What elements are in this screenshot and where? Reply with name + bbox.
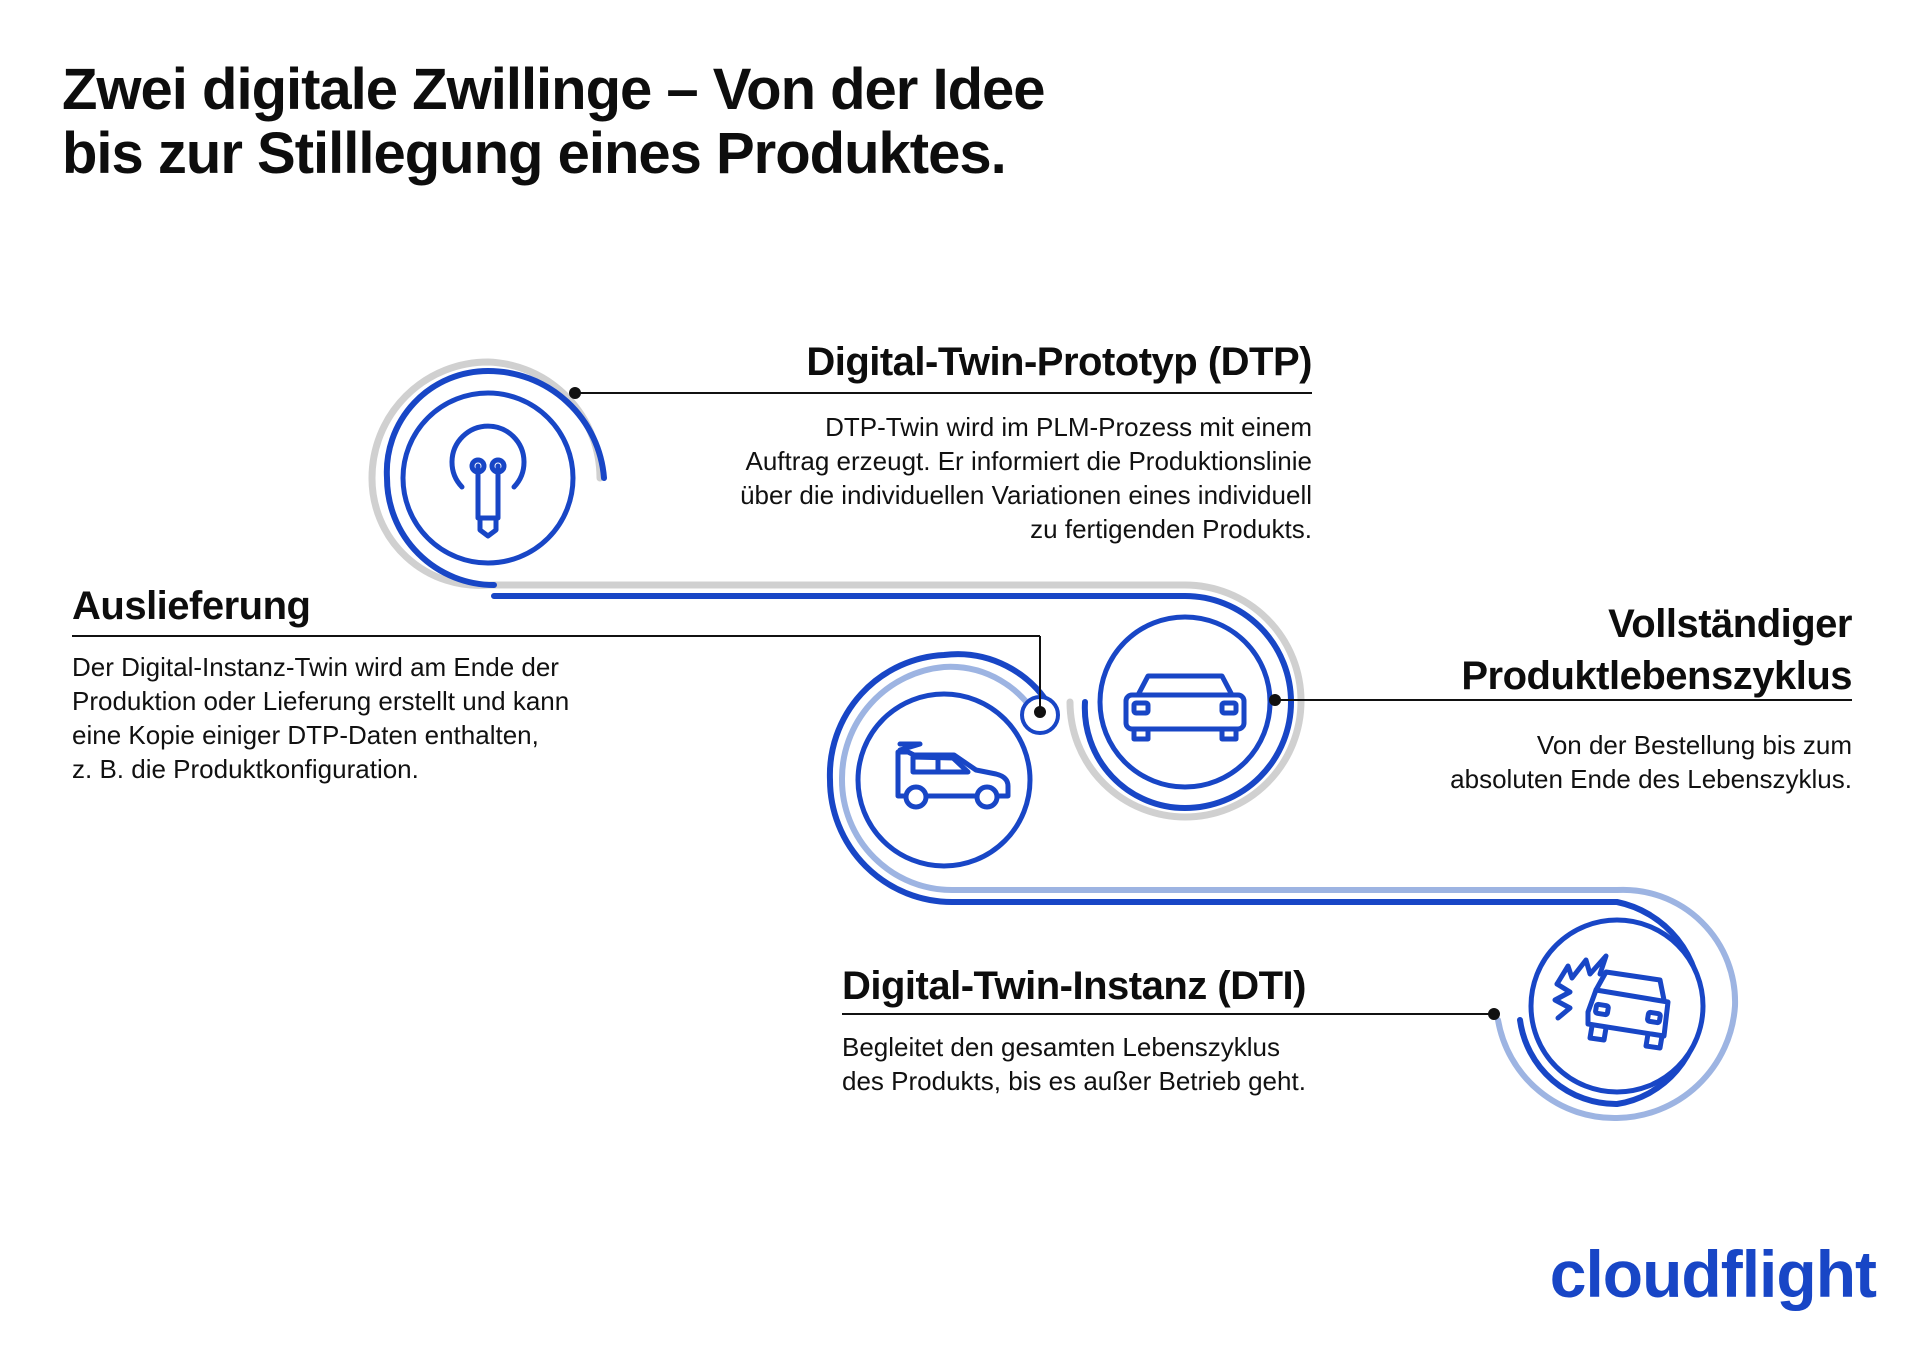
lebenszyklus-heading-line-2: Produktlebenszyklus <box>1461 654 1852 698</box>
car-crash-icon <box>1552 953 1671 1051</box>
cloudflight-logo: cloudflight <box>1549 1237 1877 1311</box>
dtp-heading: Digital-Twin-Prototyp (DTP) <box>806 340 1312 384</box>
lebenszyklus-description: Von der Bestellung bis zum absoluten End… <box>1380 728 1852 796</box>
auslieferung-description: Der Digital-Instanz-Twin wird am Ende de… <box>72 650 672 786</box>
dtp-block: Digital-Twin-Prototyp (DTP) DTP-Twin wir… <box>660 336 1312 546</box>
lebenszyklus-heading: Vollständiger Produktlebenszyklus <box>1380 598 1852 702</box>
auslieferung-description-line: z. B. die Produktkonfiguration. <box>72 754 419 784</box>
car-front-icon <box>1123 673 1247 742</box>
lebenszyklus-block: Vollständiger Produktlebenszyklus Von de… <box>1380 598 1852 796</box>
dtp-description-line: DTP-Twin wird im PLM-Prozess mit einem <box>825 412 1312 442</box>
dti-description: Begleitet den gesamten Lebenszyklus des … <box>842 1030 1382 1098</box>
lebenszyklus-description-line: absoluten Ende des Lebenszyklus. <box>1450 764 1852 794</box>
auslieferung-description-line: Produktion oder Lieferung erstellt und k… <box>72 686 570 716</box>
dti-heading: Digital-Twin-Instanz (DTI) <box>842 964 1306 1008</box>
dti-block: Digital-Twin-Instanz (DTI) Begleitet den… <box>842 960 1382 1098</box>
lebenszyklus-description-line: Von der Bestellung bis zum <box>1536 730 1852 760</box>
auslieferung-block: Auslieferung Der Digital-Instanz-Twin wi… <box>72 580 672 786</box>
dti-description-line: des Produkts, bis es außer Betrieb geht. <box>842 1066 1306 1096</box>
dtp-description-line: zu fertigenden Produkts. <box>1030 514 1312 544</box>
light-blue-path <box>838 663 1739 1122</box>
page-title: Zwei digitale Zwillinge – Von der Idee b… <box>62 58 1362 186</box>
dti-circle <box>1528 917 1706 1095</box>
car-side-icon <box>895 741 1011 810</box>
auslieferung-circle <box>855 691 1033 869</box>
leader-lines <box>72 387 1852 1020</box>
dti-description-line: Begleitet den gesamten Lebenszyklus <box>842 1032 1280 1062</box>
auslieferung-description-line: eine Kopie einiger DTP-Daten enthalten, <box>72 720 539 750</box>
lebenszyklus-heading-line-1: Vollständiger <box>1608 602 1852 646</box>
page-title-line-2: bis zur Stilllegung eines Produktes. <box>62 121 1007 186</box>
page-title-line-1: Zwei digitale Zwillinge – Von der Idee <box>62 57 1046 122</box>
dtp-circle <box>400 390 576 566</box>
dtp-description-line: Auftrag erzeugt. Er informiert die Produ… <box>745 446 1313 476</box>
dtp-description-line: über die individuellen Variationen eines… <box>740 480 1312 510</box>
dtp-description: DTP-Twin wird im PLM-Prozess mit einem A… <box>660 410 1312 546</box>
lightbulb-icon <box>449 423 527 539</box>
auslieferung-heading: Auslieferung <box>72 584 311 628</box>
gray-path <box>368 358 1305 821</box>
auslieferung-description-line: Der Digital-Instanz-Twin wird am Ende de… <box>72 652 559 682</box>
